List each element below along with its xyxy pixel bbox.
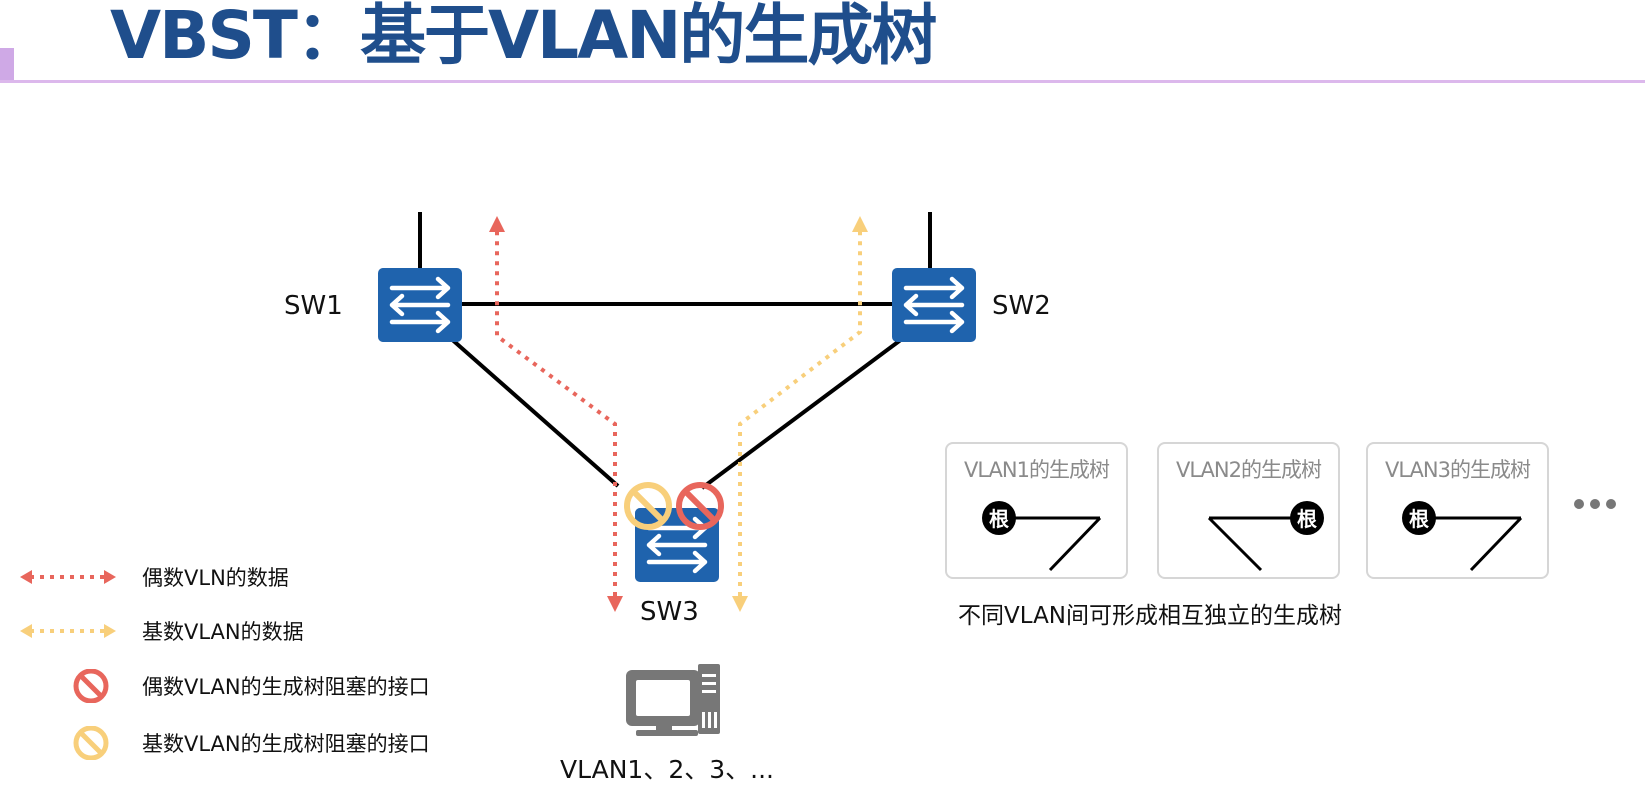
even-vlan-data-path	[495, 222, 617, 606]
red-dotted-arrow-icon	[20, 570, 116, 584]
trees-caption: 不同VLAN间可形成相互独立的生成树	[958, 603, 1343, 629]
even-path-arrow-up	[489, 216, 505, 232]
sw3-label: SW3	[640, 597, 699, 627]
red-block-icon	[73, 668, 109, 704]
tree-graphic: 根	[1402, 501, 1523, 572]
sw3-icon	[635, 508, 719, 582]
tree-title: VLAN1的生成树	[964, 458, 1110, 482]
root-marker: 根	[1409, 507, 1429, 531]
title-divider	[0, 80, 1645, 83]
tree-title: VLAN3的生成树	[1385, 458, 1531, 482]
root-marker: 根	[1297, 507, 1317, 531]
legend-even-data: 偶数VLN的数据	[18, 562, 289, 592]
tree-title: VLAN2的生成树	[1176, 458, 1322, 482]
page-title: VBST：基于VLAN的生成树	[110, 0, 937, 74]
link-sw2-sw3	[700, 334, 908, 490]
odd-vlan-data-path	[738, 222, 862, 606]
legend-label: 偶数VLN的数据	[142, 566, 289, 590]
odd-path-arrow-down	[732, 596, 748, 612]
root-marker: 根	[989, 507, 1009, 531]
legend-odd-blocked: 基数VLAN的生成树阻塞的接口	[18, 725, 430, 761]
link-sw1-sw3	[446, 334, 620, 488]
legend-odd-data: 基数VLAN的数据	[18, 616, 304, 646]
title-accent-bar	[0, 48, 14, 80]
legend-label: 基数VLAN的生成树阻塞的接口	[142, 732, 430, 756]
even-path-arrow-down	[607, 596, 623, 612]
tree-card-vlan1: VLAN1的生成树 根	[945, 442, 1128, 579]
legend-even-blocked: 偶数VLAN的生成树阻塞的接口	[18, 668, 430, 704]
pc-vlan-label: VLAN1、2、3、...	[560, 755, 774, 784]
sw1-label: SW1	[284, 291, 343, 321]
tree-graphic: 根	[982, 501, 1102, 572]
more-trees-ellipsis	[1574, 499, 1616, 509]
yellow-block-icon	[73, 725, 109, 761]
sw2-label: SW2	[992, 291, 1051, 321]
legend-label: 偶数VLAN的生成树阻塞的接口	[142, 675, 430, 699]
tree-card-vlan3: VLAN3的生成树 根	[1366, 442, 1549, 579]
odd-path-arrow-up	[852, 216, 868, 232]
sw1-icon	[378, 268, 462, 342]
odd-blocked-port-icon	[624, 482, 672, 530]
yellow-dotted-arrow-icon	[20, 624, 116, 638]
sw2-icon	[892, 268, 976, 342]
legend-label: 基数VLAN的数据	[142, 620, 304, 644]
even-blocked-port-icon	[676, 482, 724, 530]
tree-graphic: 根	[1207, 501, 1324, 572]
tree-card-vlan2: VLAN2的生成树 根	[1157, 442, 1340, 579]
pc-icon	[626, 664, 720, 736]
